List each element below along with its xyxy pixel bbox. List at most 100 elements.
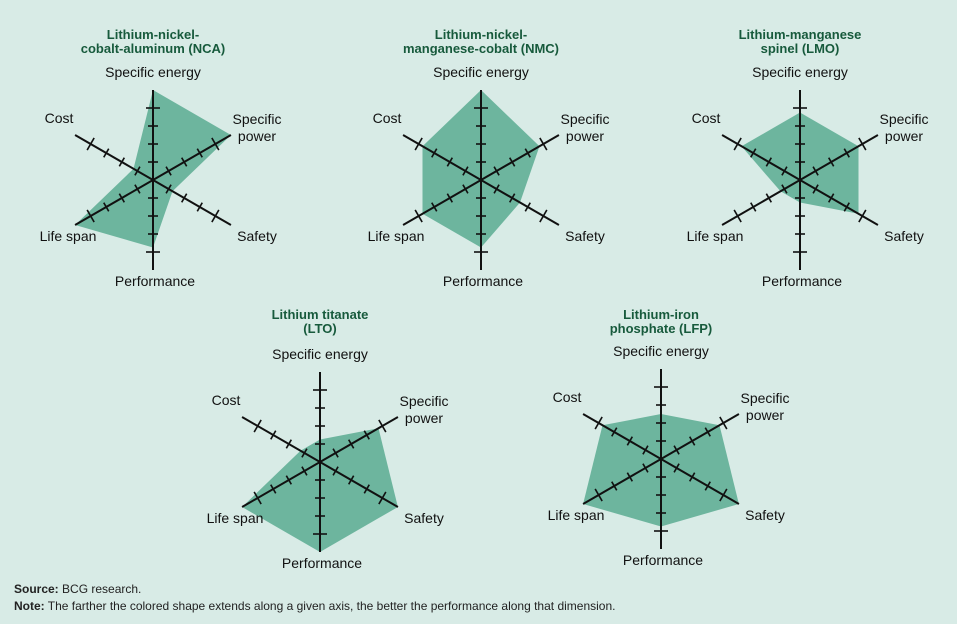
axis-line-cost — [582, 413, 662, 460]
axis-tick — [462, 166, 469, 176]
axis-tick — [594, 488, 603, 502]
axis-line-safety — [152, 179, 232, 226]
axis-tick — [118, 157, 126, 167]
axis-tick — [211, 209, 220, 223]
axis-tick — [180, 193, 188, 203]
axis-line-cost — [402, 134, 482, 181]
axis-line-life-span — [241, 461, 321, 508]
axis-tick — [285, 439, 293, 449]
note-text: The farther the colored shape extends al… — [44, 599, 616, 613]
radar-chart-2: Lithium-nickel-manganese-cobalt (NMC) Spe… — [368, 27, 610, 289]
axis-tick — [253, 419, 262, 433]
axis-tick — [765, 157, 773, 167]
axis-tick — [812, 166, 819, 176]
axis-label-specific-energy: Specific energy — [433, 64, 529, 80]
axis-tick — [196, 202, 203, 212]
axis-line-life-span — [402, 179, 482, 226]
axis-tick — [781, 184, 788, 194]
axis-tick — [524, 148, 531, 158]
axis-line-specific-power — [480, 134, 560, 181]
axis-tick — [446, 157, 454, 167]
axis-tick — [363, 484, 370, 494]
axis-line-cost — [721, 134, 801, 181]
axis-tick — [508, 157, 516, 167]
axis-tick — [431, 148, 438, 158]
axis-label-specific-energy: Specific energy — [752, 64, 848, 80]
chart-title-line: Lithium-nickel- — [107, 27, 199, 42]
chart-title-line: Lithium titanate — [272, 307, 369, 322]
axis-tick — [285, 475, 293, 485]
axis-line-cost — [74, 134, 154, 181]
axis-line-safety — [319, 461, 399, 508]
axis-tick — [462, 184, 469, 194]
axis-tick — [86, 209, 95, 223]
axis-tick — [118, 193, 126, 203]
note-line: Note: The farther the colored shape exte… — [14, 599, 615, 613]
axis-tick — [688, 472, 696, 482]
axis-tick — [626, 436, 634, 446]
axis-tick — [858, 137, 867, 151]
axis-tick — [733, 209, 742, 223]
axis-line-life-span — [74, 179, 154, 226]
axis-tick — [378, 491, 387, 505]
axis-tick — [539, 209, 548, 223]
axis-tick — [253, 491, 262, 505]
axis-label-cost: Cost — [692, 110, 721, 126]
axis-tick — [414, 209, 423, 223]
axis-tick — [765, 193, 773, 203]
axis-tick — [301, 448, 308, 458]
axis-tick — [704, 427, 711, 437]
axis-tick — [812, 184, 819, 194]
axis-label-cost: Cost — [373, 110, 402, 126]
radar-chart-1: Lithium-nickel-cobalt-aluminum (NCA)Spec… — [40, 27, 282, 289]
axis-label-performance: Performance — [282, 555, 362, 571]
axis-tick — [211, 137, 220, 151]
chart-title-line: phosphate (LFP) — [610, 321, 713, 336]
axis-tick — [446, 193, 454, 203]
axis-tick — [750, 202, 757, 212]
axis-label-life-span: Life span — [687, 228, 744, 244]
axis-tick — [431, 202, 438, 212]
axis-tick — [332, 448, 339, 458]
axis-line-safety — [480, 179, 560, 226]
chart-title-line: (LTO) — [303, 321, 336, 336]
axis-line-specific-power — [152, 134, 232, 181]
axis-tick — [414, 137, 423, 151]
axis-tick — [493, 166, 500, 176]
chart-title-line: spinel (LMO) — [761, 41, 840, 56]
axis-tick — [843, 148, 850, 158]
axis-tick — [493, 184, 500, 194]
axis-tick — [270, 430, 277, 440]
axis-line-specific-power — [799, 134, 879, 181]
axis-line-cost — [241, 416, 321, 463]
axis-tick — [827, 193, 835, 203]
axis-tick — [719, 488, 728, 502]
axis-tick — [134, 184, 141, 194]
chart-title-line: Lithium-nickel- — [435, 27, 527, 42]
axis-tick — [611, 481, 618, 491]
chart-title-line: manganese-cobalt (NMC) — [403, 41, 559, 56]
axis-label-safety: Safety — [565, 228, 605, 244]
axis-tick — [165, 184, 172, 194]
axis-tick — [363, 430, 370, 440]
axis-tick — [270, 484, 277, 494]
axis-tick — [301, 466, 308, 476]
axis-tick — [103, 202, 110, 212]
axis-tick — [165, 166, 172, 176]
axis-label-life-span: Life span — [548, 507, 605, 523]
axis-tick — [781, 166, 788, 176]
axis-label-safety: Safety — [884, 228, 924, 244]
axis-line-life-span — [721, 179, 801, 226]
axis-label-cost: Cost — [553, 389, 582, 405]
axis-line-life-span — [582, 458, 662, 505]
axis-tick — [827, 157, 835, 167]
axis-line-safety — [660, 458, 740, 505]
chart-title-line: Lithium-iron — [623, 307, 699, 322]
axis-tick — [86, 137, 95, 151]
